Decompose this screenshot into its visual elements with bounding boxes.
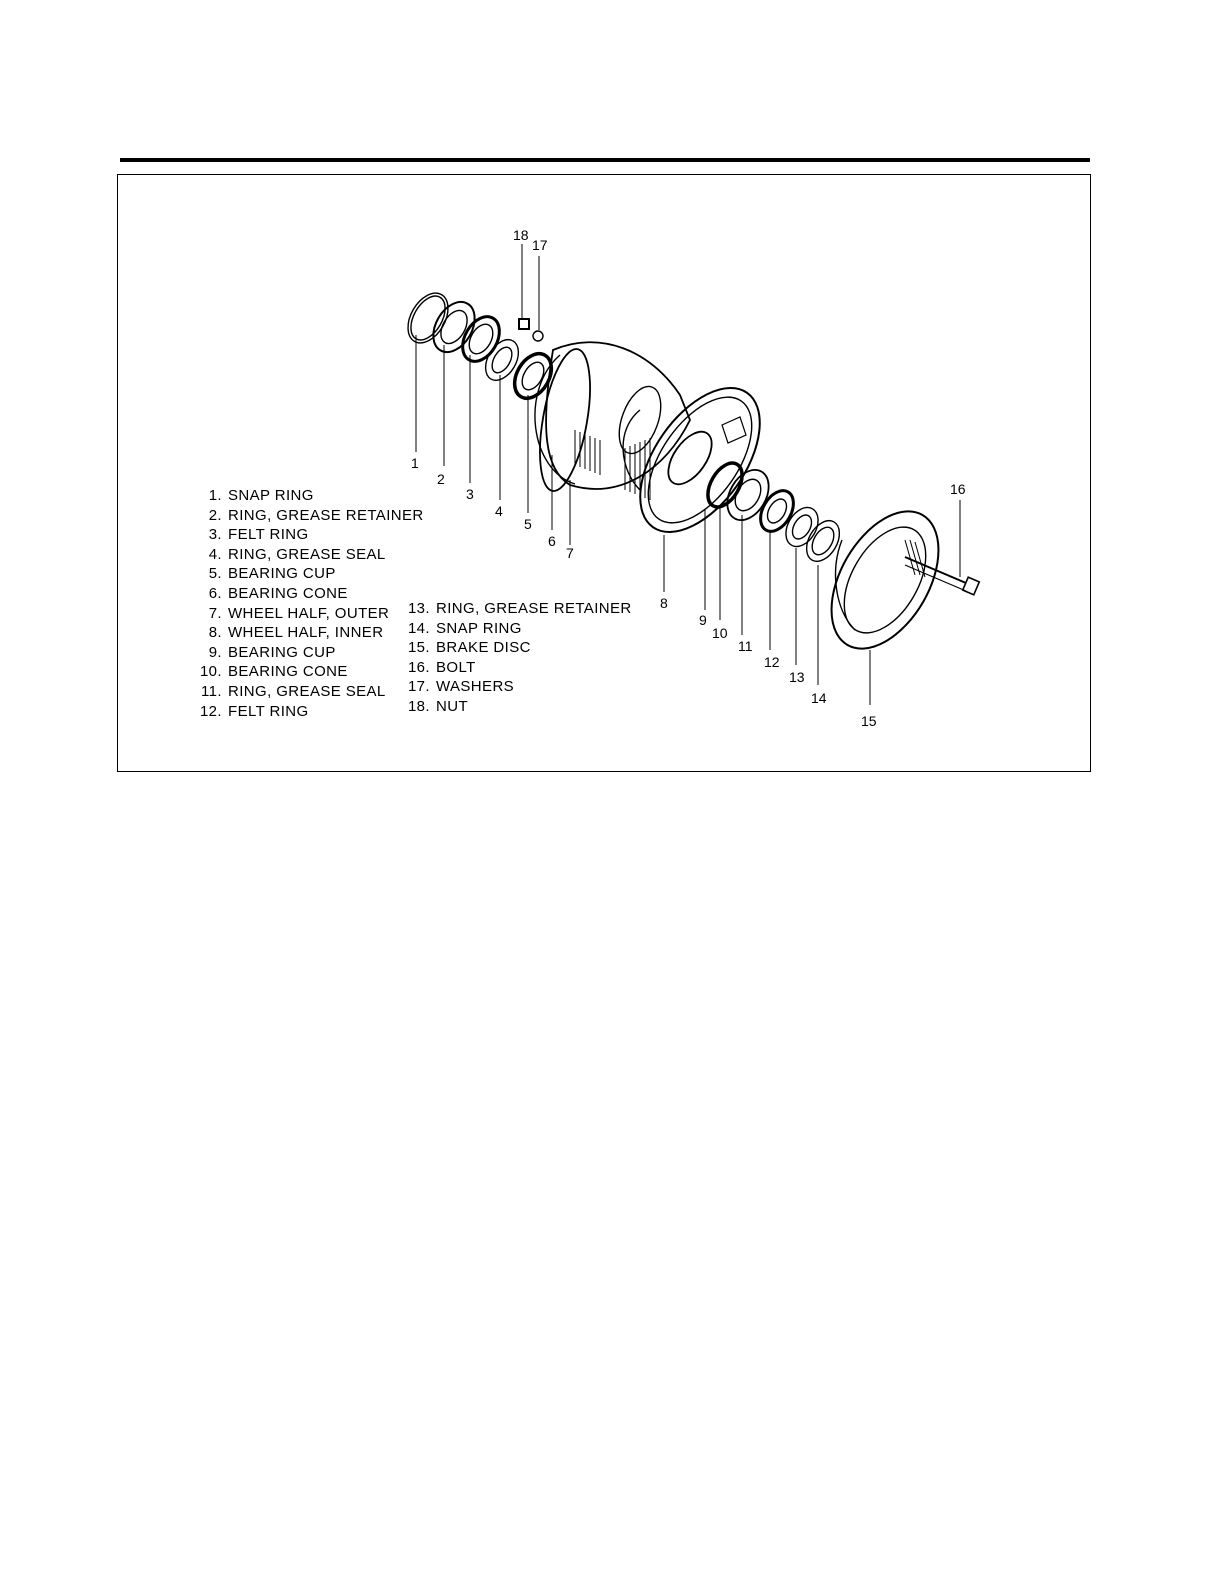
header-rule	[120, 158, 1090, 162]
legend-item-number: 11.	[201, 682, 222, 700]
legend-item-label: SNAP RING	[228, 487, 314, 504]
callout-13: 13	[789, 669, 805, 685]
legend-item-label: BEARING CUP	[228, 643, 336, 661]
legend-item-label: WHEEL HALF, OUTER	[228, 604, 390, 622]
legend-item-label: WHEEL HALF, INNER	[228, 624, 384, 642]
legend-item: 5. BEARING CUP	[196, 564, 424, 584]
legend-item: 2. RING, GREASE RETAINER	[196, 506, 424, 526]
callout-15: 15	[861, 713, 877, 729]
legend-item: 8. WHEEL HALF, INNER	[196, 623, 424, 643]
callout-10: 10	[712, 625, 728, 641]
legend-item-number: 5.	[208, 565, 222, 583]
callout-9: 9	[699, 612, 707, 628]
legend-item-number: 3.	[208, 526, 222, 544]
legend-item-number: 9.	[208, 643, 222, 661]
legend-item: 6. BEARING CONE	[196, 584, 424, 604]
legend-item-label: BRAKE DISC	[436, 639, 531, 657]
legend-item: 4. RING, GREASE SEAL	[196, 545, 424, 565]
legend-item-label: BEARING CUP	[228, 565, 336, 583]
callout-7: 7	[566, 545, 574, 561]
legend-item-number: 8.	[208, 624, 222, 642]
legend-item-label: RING, GREASE RETAINER	[228, 506, 424, 524]
callout-6: 6	[548, 533, 556, 549]
figure-frame	[117, 174, 1091, 772]
part-brake-disc-15	[830, 510, 940, 650]
part-felt-ring-3	[461, 315, 501, 363]
callout-17: 17	[532, 237, 548, 253]
legend-item-number: 18.	[407, 697, 430, 715]
callout-11: 11	[738, 638, 753, 654]
part-grease-retainer-13	[805, 520, 841, 562]
legend-item-number: 1.	[208, 487, 222, 504]
part-snap-ring-1	[407, 292, 449, 344]
legend-item: 13. RING, GREASE RETAINER	[404, 599, 632, 619]
legend-item: 12. FELT RING	[196, 702, 424, 722]
leader-lines	[415, 244, 961, 705]
legend-item-number: 13.	[407, 600, 430, 617]
legend-item-label: FELT RING	[228, 526, 309, 544]
legend-item-label: FELT RING	[228, 702, 309, 720]
legend-item: 10. BEARING CONE	[196, 662, 424, 682]
legend-item-number: 4.	[208, 545, 222, 563]
part-nut-18	[518, 318, 530, 330]
callout-1: 1	[411, 455, 419, 471]
legend-item: 1. SNAP RING	[196, 486, 424, 506]
legend-item-number: 2.	[208, 506, 222, 524]
part-grease-retainer-2	[432, 300, 476, 354]
legend-item-label: RING, GREASE SEAL	[228, 682, 386, 700]
legend-item-label: WASHERS	[436, 678, 515, 696]
callout-14: 14	[811, 690, 827, 706]
part-bearing-cup-5	[512, 351, 554, 401]
legend-item: 17. WASHERS	[404, 677, 632, 697]
parts-legend-column-2: 13. RING, GREASE RETAINER 14. SNAP RING 15. B…	[404, 599, 632, 717]
legend-item: 16. BOLT	[404, 658, 632, 678]
callout-18: 18	[513, 227, 529, 243]
legend-item-number: 17.	[407, 678, 430, 696]
legend-item-label: RING, GREASE RETAINER	[436, 600, 632, 617]
part-washer-17	[532, 330, 544, 342]
part-felt-ring-12	[785, 506, 819, 548]
legend-item-number: 15.	[407, 639, 430, 657]
callout-3: 3	[466, 486, 474, 502]
legend-item: 9. BEARING CUP	[196, 643, 424, 663]
legend-item-number: 10.	[199, 663, 222, 681]
callout-12: 12	[764, 654, 780, 670]
legend-item-number: 6.	[208, 584, 222, 602]
legend-item-label: NUT	[436, 697, 469, 715]
legend-item-label: RING, GREASE SEAL	[228, 545, 386, 563]
part-grease-seal-4	[484, 339, 520, 381]
part-bolt-16	[904, 556, 981, 596]
legend-item: 15. BRAKE DISC	[404, 638, 632, 658]
callout-8: 8	[660, 595, 668, 611]
legend-item: 7. WHEEL HALF, OUTER	[196, 604, 424, 624]
callout-2: 2	[437, 471, 445, 487]
legend-item-label: BEARING CONE	[228, 584, 348, 602]
legend-item-number: 14.	[407, 619, 430, 637]
legend-item: 18. NUT	[404, 697, 632, 717]
callout-4: 4	[495, 503, 503, 519]
callout-16: 16	[950, 481, 966, 497]
callout-5: 5	[524, 516, 532, 532]
legend-item: 14. SNAP RING	[404, 619, 632, 639]
legend-item-number: 12.	[199, 702, 222, 720]
part-wheel-half-inner-8	[622, 387, 761, 533]
legend-item-label: BOLT	[436, 658, 476, 676]
legend-item: 3. FELT RING	[196, 525, 424, 545]
legend-item-number: 7.	[208, 604, 222, 622]
part-bearing-cone-10	[726, 469, 770, 521]
parts-legend-column-1: 1. SNAP RING 2. RING, GREASE RETAINER 3. FELT…	[196, 486, 424, 721]
legend-item-number: 16.	[407, 658, 430, 676]
legend-item-label: BEARING CONE	[228, 663, 348, 681]
legend-item: 11. RING, GREASE SEAL	[196, 682, 424, 702]
part-wheel-half-outer-7	[534, 341, 691, 492]
part-grease-seal-11	[759, 489, 795, 533]
legend-item-label: SNAP RING	[436, 619, 522, 637]
